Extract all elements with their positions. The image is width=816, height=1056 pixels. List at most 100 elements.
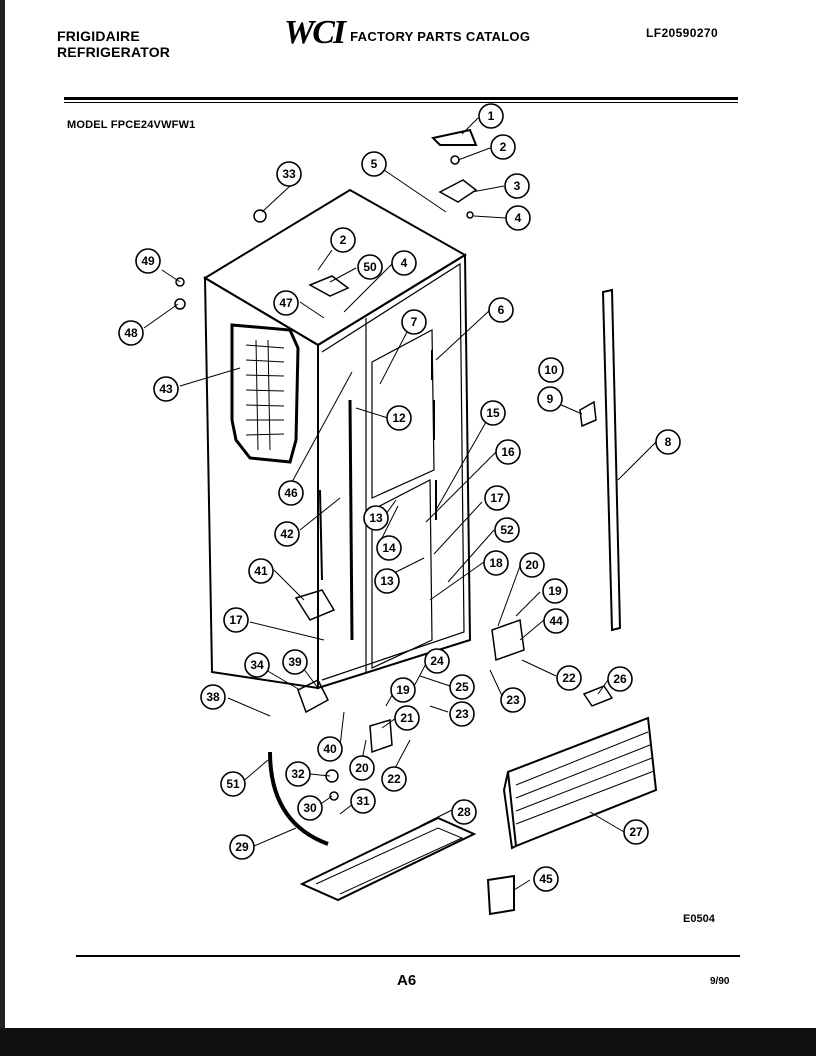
svg-text:13: 13 <box>380 574 394 588</box>
svg-text:24: 24 <box>430 654 444 668</box>
svg-text:33: 33 <box>282 167 296 181</box>
callout-31: 31 <box>350 788 376 814</box>
svg-text:13: 13 <box>369 511 383 525</box>
callout-13b: 13 <box>374 568 400 594</box>
callout-2: 2 <box>490 134 516 160</box>
svg-text:28: 28 <box>457 805 471 819</box>
svg-text:7: 7 <box>411 315 418 329</box>
scan-edge <box>0 0 5 1028</box>
footer-rule <box>76 955 740 957</box>
svg-text:48: 48 <box>124 326 138 340</box>
callout-44: 44 <box>543 608 569 634</box>
callout-3: 3 <box>504 173 530 199</box>
svg-text:5: 5 <box>371 157 378 171</box>
callout-50: 50 <box>357 254 383 280</box>
svg-text:15: 15 <box>486 406 500 420</box>
callout-6: 6 <box>488 297 514 323</box>
svg-text:3: 3 <box>514 179 521 193</box>
svg-text:47: 47 <box>279 296 293 310</box>
svg-text:40: 40 <box>323 742 337 756</box>
callout-labels: 1 2 3 4 5 2 33 49 48 50 4 47 6 7 43 10 9… <box>118 103 681 892</box>
svg-text:17: 17 <box>229 613 243 627</box>
callout-7: 7 <box>401 309 427 335</box>
catalog-date: 9/90 <box>710 976 730 987</box>
page-number: A6 <box>397 972 417 989</box>
svg-text:32: 32 <box>291 767 305 781</box>
svg-text:22: 22 <box>387 772 401 786</box>
callout-8: 8 <box>655 429 681 455</box>
svg-text:2: 2 <box>500 140 507 154</box>
svg-text:44: 44 <box>549 614 563 628</box>
callout-34: 34 <box>244 652 270 678</box>
svg-text:30: 30 <box>303 801 317 815</box>
svg-text:19: 19 <box>548 584 562 598</box>
svg-text:4: 4 <box>515 211 522 225</box>
svg-text:4: 4 <box>401 256 408 270</box>
svg-text:22: 22 <box>562 671 576 685</box>
svg-text:9: 9 <box>547 392 554 406</box>
callout-45: 45 <box>533 866 559 892</box>
callout-38: 38 <box>200 684 226 710</box>
drain-pan-drawing <box>299 816 477 902</box>
svg-text:6: 6 <box>498 303 505 317</box>
svg-text:41: 41 <box>254 564 268 578</box>
svg-text:29: 29 <box>235 840 249 854</box>
callout-24: 24 <box>424 648 450 674</box>
callout-46: 46 <box>278 480 304 506</box>
callout-5: 5 <box>361 151 387 177</box>
svg-text:21: 21 <box>400 711 414 725</box>
callout-20: 20 <box>519 552 545 578</box>
coil-panel-drawing <box>230 323 300 464</box>
callout-52: 52 <box>494 517 520 543</box>
callout-30: 30 <box>297 795 323 821</box>
svg-text:23: 23 <box>455 707 469 721</box>
svg-text:27: 27 <box>629 825 643 839</box>
callout-25: 25 <box>449 674 475 700</box>
callout-13: 13 <box>363 505 389 531</box>
callout-21: 21 <box>394 705 420 731</box>
brand-name: FRIGIDAIRE <box>57 28 140 44</box>
callout-2b: 2 <box>330 227 356 253</box>
scan-bottom-bar <box>0 1028 816 1056</box>
svg-text:49: 49 <box>141 254 155 268</box>
callout-27: 27 <box>623 819 649 845</box>
callout-14: 14 <box>376 535 402 561</box>
catalog-header: WCI FACTORY PARTS CATALOG <box>284 16 530 50</box>
callout-28: 28 <box>451 799 477 825</box>
svg-text:23: 23 <box>506 693 520 707</box>
callout-47: 47 <box>273 290 299 316</box>
callout-18: 18 <box>483 550 509 576</box>
callout-17: 17 <box>484 485 510 511</box>
svg-text:52: 52 <box>500 523 514 537</box>
svg-text:20: 20 <box>525 558 539 572</box>
svg-text:42: 42 <box>280 527 294 541</box>
svg-text:1: 1 <box>488 109 495 123</box>
callout-41: 41 <box>248 558 274 584</box>
callout-40: 40 <box>317 736 343 762</box>
callout-15: 15 <box>480 400 506 426</box>
svg-text:12: 12 <box>392 411 406 425</box>
svg-text:45: 45 <box>539 872 553 886</box>
small-parts-drawing <box>174 128 614 916</box>
header-brand-block: FRIGIDAIRE REFRIGERATOR <box>57 28 170 60</box>
svg-text:31: 31 <box>356 794 370 808</box>
callout-20b: 20 <box>349 755 375 781</box>
callout-9: 9 <box>537 386 563 412</box>
callout-19: 19 <box>542 578 568 604</box>
door-strip-drawing <box>601 288 622 632</box>
svg-text:19: 19 <box>396 683 410 697</box>
callout-23b: 23 <box>449 701 475 727</box>
svg-text:50: 50 <box>363 260 377 274</box>
svg-text:18: 18 <box>489 556 503 570</box>
callout-43: 43 <box>153 376 179 402</box>
svg-text:17: 17 <box>490 491 504 505</box>
callout-12: 12 <box>386 405 412 431</box>
callout-39: 39 <box>282 649 308 675</box>
callout-10: 10 <box>538 357 564 383</box>
svg-text:16: 16 <box>501 445 515 459</box>
model-label: MODEL FPCE24VWFW1 <box>67 119 196 131</box>
callout-4: 4 <box>505 205 531 231</box>
callout-22b: 22 <box>381 766 407 792</box>
callout-42: 42 <box>274 521 300 547</box>
